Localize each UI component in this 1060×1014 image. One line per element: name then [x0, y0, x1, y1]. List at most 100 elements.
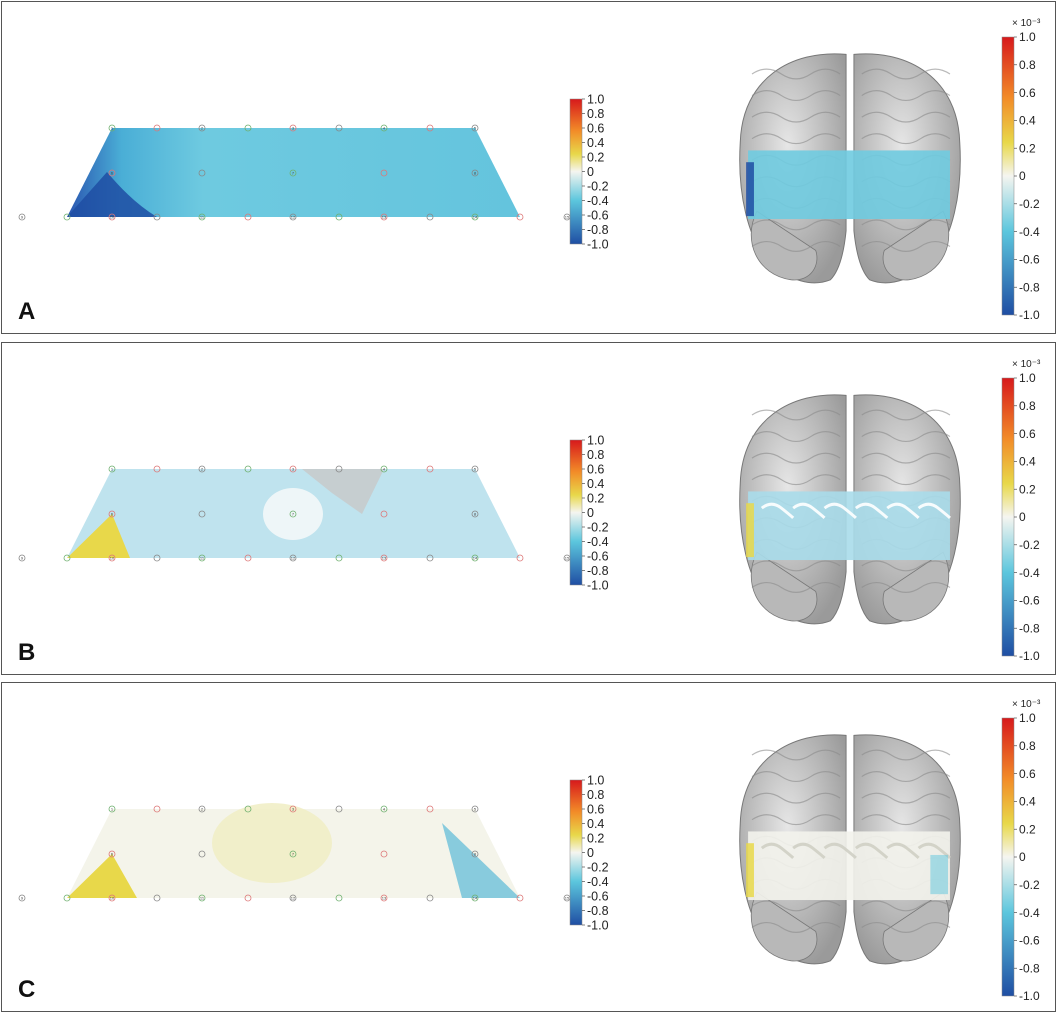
electrode-marker [153, 124, 161, 132]
topomap-colorbar-label: -0.2 [587, 520, 609, 534]
gyrus-line [861, 474, 951, 486]
gyrus-line [751, 900, 841, 912]
electrode-marker [108, 850, 116, 858]
electrode-marker [380, 510, 388, 518]
gyrus-line [751, 68, 841, 80]
electrode-number: 10 [110, 556, 115, 561]
topomap-surface [67, 128, 520, 217]
electrode-marker [244, 894, 252, 902]
activation-gyrus [792, 842, 826, 859]
brain-colorbar-label: 0.8 [1019, 399, 1036, 413]
brain-colorbar-label: 0.4 [1019, 455, 1036, 469]
electrode-marker [289, 510, 297, 518]
electrode-marker [471, 465, 479, 473]
electrode-number: 2 [201, 126, 204, 131]
electrode-marker [380, 894, 388, 902]
electrode-number: 7 [292, 512, 295, 517]
gyrus-line [861, 90, 951, 102]
electrode-marker [18, 894, 26, 902]
brain-colorbar-label: 0.6 [1019, 86, 1036, 100]
electrode-number: 9 [21, 215, 24, 220]
brain-colorbar-label: 0.4 [1019, 114, 1036, 128]
electrode-marker [153, 465, 161, 473]
electrode-number: 12 [291, 896, 296, 901]
brain-colorbar-label: 0.8 [1019, 58, 1036, 72]
electrode-number: 10 [110, 896, 115, 901]
electrode-number: 6 [111, 171, 114, 176]
electrode-marker [335, 554, 343, 562]
gyrus-line [861, 771, 951, 783]
gyrus-line [861, 111, 951, 123]
electrode-number: 4 [383, 807, 386, 812]
electrode-marker [335, 894, 343, 902]
activation-region [748, 831, 950, 901]
topomap-colorbar-label: 0.8 [587, 107, 604, 121]
activation-gyrus [854, 502, 889, 519]
brain-3d-render [739, 394, 961, 625]
electrode-marker [516, 213, 524, 221]
electrode-number: 1 [111, 126, 114, 131]
electrode-number: 7 [292, 852, 295, 857]
electrode-marker [108, 805, 116, 813]
gyrus-line [861, 452, 951, 464]
brain-colorbar-label: 0.2 [1019, 822, 1036, 836]
electrode-marker [244, 465, 252, 473]
gyrus-line [751, 409, 841, 421]
electrode-marker [471, 805, 479, 813]
electrode-marker [516, 554, 524, 562]
electrode-number: 5 [474, 467, 477, 472]
electrode-marker [289, 124, 297, 132]
electrode-marker [108, 510, 116, 518]
electrode-number: 4 [383, 126, 386, 131]
electrode-marker [289, 805, 297, 813]
topomap-colorbar-label: -0.6 [587, 549, 609, 563]
electrode-marker [289, 554, 297, 562]
electrode-marker [198, 554, 206, 562]
electrode-marker [426, 554, 434, 562]
electrode-marker [244, 124, 252, 132]
electrode-number: 5 [474, 807, 477, 812]
gyrus-line [861, 749, 951, 761]
electrode-number: 11 [200, 556, 205, 561]
electrode-marker [63, 554, 71, 562]
electrode-number: 13 [382, 556, 387, 561]
electrode-marker [471, 510, 479, 518]
electrode-marker [289, 894, 297, 902]
gyrus-line [751, 792, 841, 804]
brain-colorbar-label: -0.2 [1019, 538, 1040, 552]
activation-gyrus [854, 842, 889, 859]
gyrus-line [861, 921, 951, 933]
electrode-marker [198, 465, 206, 473]
electrode-marker [289, 465, 297, 473]
electrode-marker [108, 465, 116, 473]
topomap-colorbar-label: 0.4 [587, 477, 604, 491]
electrode-marker [380, 124, 388, 132]
brain-3d-render [739, 734, 961, 965]
brain-colorbar-label: -0.8 [1019, 961, 1040, 975]
electrode-marker [289, 850, 297, 858]
activation-gyrus [917, 842, 951, 859]
electrode-marker [516, 894, 524, 902]
gyrus-line [861, 409, 951, 421]
electrode-marker [198, 510, 206, 518]
gyrus-line [861, 219, 951, 231]
activation-gyrus [792, 502, 826, 519]
gyrus-line [861, 900, 951, 912]
electrode-number: 6 [111, 852, 114, 857]
colorbar [569, 439, 583, 586]
topomap-colorbar-label: -1.0 [587, 578, 609, 592]
topomap-colorbar-label: -0.6 [587, 889, 609, 903]
electrode-number: 6 [111, 512, 114, 517]
electrode-marker [153, 213, 161, 221]
activation-gyrus [823, 842, 857, 859]
gyrus-line [861, 240, 951, 252]
electrode-marker [380, 465, 388, 473]
electrode-number: 5 [474, 126, 477, 131]
gyrus-line [751, 814, 841, 826]
electrode-marker [426, 894, 434, 902]
brain-colorbar-label: -0.2 [1019, 197, 1040, 211]
electrode-marker [198, 124, 206, 132]
electrode-number: 9 [21, 556, 24, 561]
electrode-number: 12 [291, 215, 296, 220]
topomap-colorbar-label: 0.8 [587, 788, 604, 802]
